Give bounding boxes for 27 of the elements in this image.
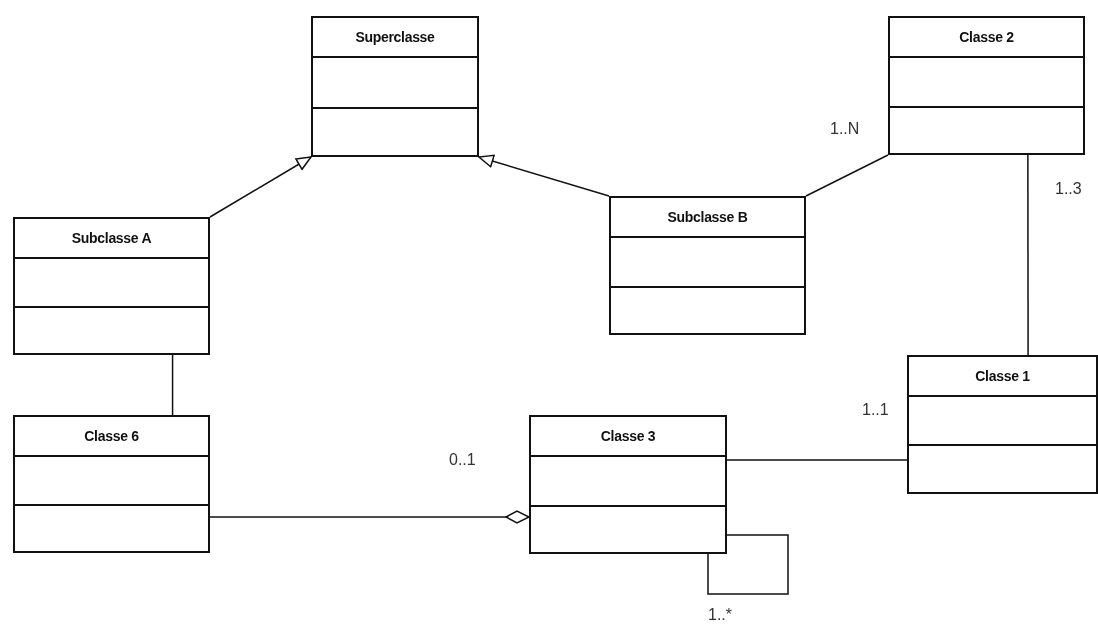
association-line: [1027, 154, 1029, 356]
multiplicity-label: 1..*: [708, 606, 732, 624]
multiplicity-label: 1..N: [830, 120, 860, 138]
class-box: [888, 16, 1085, 155]
aggregation-line: [209, 510, 530, 524]
multiplicity-label: 1..3: [1055, 180, 1082, 198]
class-box: [311, 16, 479, 157]
association-line: [171, 354, 174, 416]
class-name: Classe 6: [84, 428, 139, 444]
association-line: [726, 459, 908, 461]
class-box: [13, 415, 210, 553]
class-name: Classe 3: [600, 428, 656, 444]
multiplicity-label: 1..1: [862, 401, 889, 419]
class-name: Subclasse A: [71, 230, 152, 246]
generalization-arrow: [478, 154, 610, 197]
association-line: [707, 534, 789, 595]
association-line: [805, 154, 889, 197]
class-name: Subclasse B: [667, 209, 748, 225]
multiplicity-label: 0..1: [449, 451, 476, 469]
class-name: Classe 1: [975, 368, 1030, 384]
class-name: Classe 2: [959, 29, 1014, 45]
generalization-arrow: [209, 156, 312, 218]
class-box: [529, 415, 727, 554]
class-name: Superclasse: [355, 29, 435, 45]
class-box: [13, 217, 210, 355]
class-box: [609, 196, 806, 335]
class-box: [907, 355, 1098, 494]
